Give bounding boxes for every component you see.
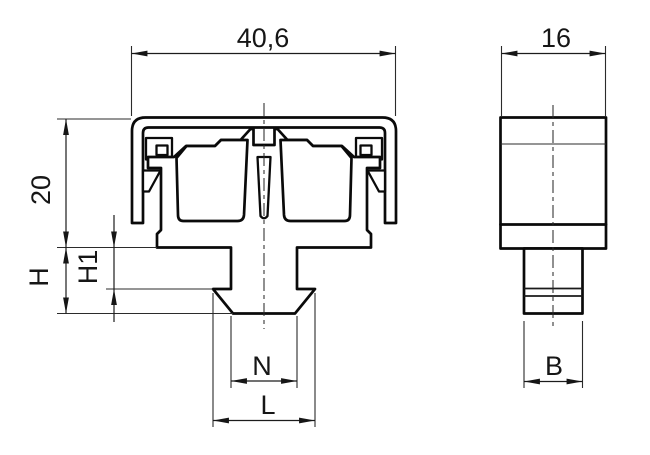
front-cap-rib-right-notch bbox=[359, 144, 373, 157]
front-cap-hook-right bbox=[366, 169, 387, 193]
front-dim-overall-width-label: 40,6 bbox=[237, 23, 290, 53]
front-cap-hook-left bbox=[141, 169, 162, 193]
front-dim-cap-height-label: 20 bbox=[26, 175, 56, 205]
front-chamber-right bbox=[279, 138, 353, 223]
front-dim-foot-width-label: L bbox=[260, 390, 275, 420]
front-view: 40,6 20 H H1 N bbox=[24, 23, 398, 427]
front-dim-stem-width: N bbox=[230, 316, 298, 388]
side-dim-overall-depth-label: 16 bbox=[541, 23, 571, 53]
front-dim-overall-width: 40,6 bbox=[130, 23, 397, 116]
front-dim-stem-width-label: N bbox=[252, 351, 272, 381]
side-dim-stem-depth-label: B bbox=[545, 351, 563, 381]
front-cap-rib-left-notch bbox=[155, 144, 169, 157]
front-dim-height-h1-label: H1 bbox=[73, 250, 103, 285]
side-view: 16 B bbox=[499, 23, 608, 388]
side-dim-stem-depth: B bbox=[523, 321, 584, 388]
front-cap-outline bbox=[130, 116, 398, 225]
front-dim-height-h-label: H bbox=[24, 267, 54, 287]
side-dim-overall-depth: 16 bbox=[500, 23, 607, 116]
front-dim-cap-height: 20 bbox=[26, 118, 157, 249]
front-chamber-left bbox=[175, 138, 249, 223]
front-dim-height-h1: H1 bbox=[73, 215, 213, 322]
front-dim-foot-width: L bbox=[212, 293, 316, 427]
front-dim-height-h: H bbox=[24, 247, 233, 315]
